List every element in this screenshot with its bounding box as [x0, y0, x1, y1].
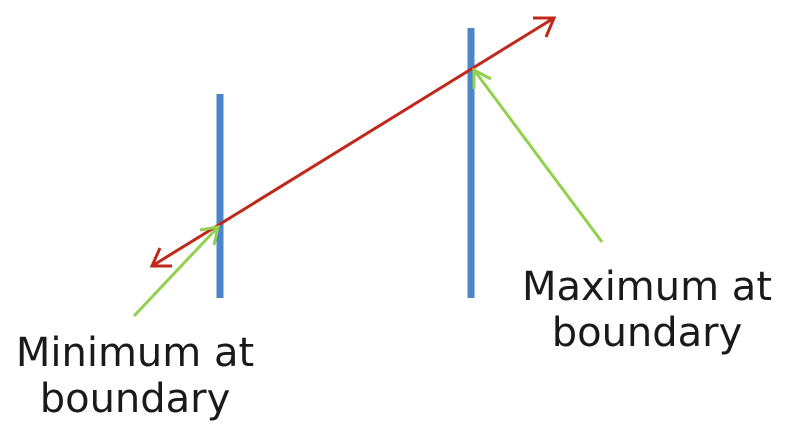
minimum-pointer-arrow [132, 225, 220, 318]
double-arrow-line [151, 16, 555, 268]
arrowhead-lower-left-icon [149, 247, 172, 268]
maximum-pointer-arrowhead-icon [472, 67, 492, 89]
arrowhead-upper-right-icon [533, 16, 557, 38]
minimum-pointer-arrowhead-icon [199, 225, 220, 246]
maximum-label-line2: boundary [551, 310, 743, 356]
minimum-label-line2: boundary [39, 376, 231, 422]
minimum-label-line1: Minimum at [15, 330, 255, 376]
maximum-label: Maximum at boundary [512, 264, 782, 356]
minimum-label: Minimum at boundary [0, 330, 270, 422]
maximum-label-line1: Maximum at [522, 264, 772, 310]
maximum-pointer-arrow [472, 69, 604, 243]
